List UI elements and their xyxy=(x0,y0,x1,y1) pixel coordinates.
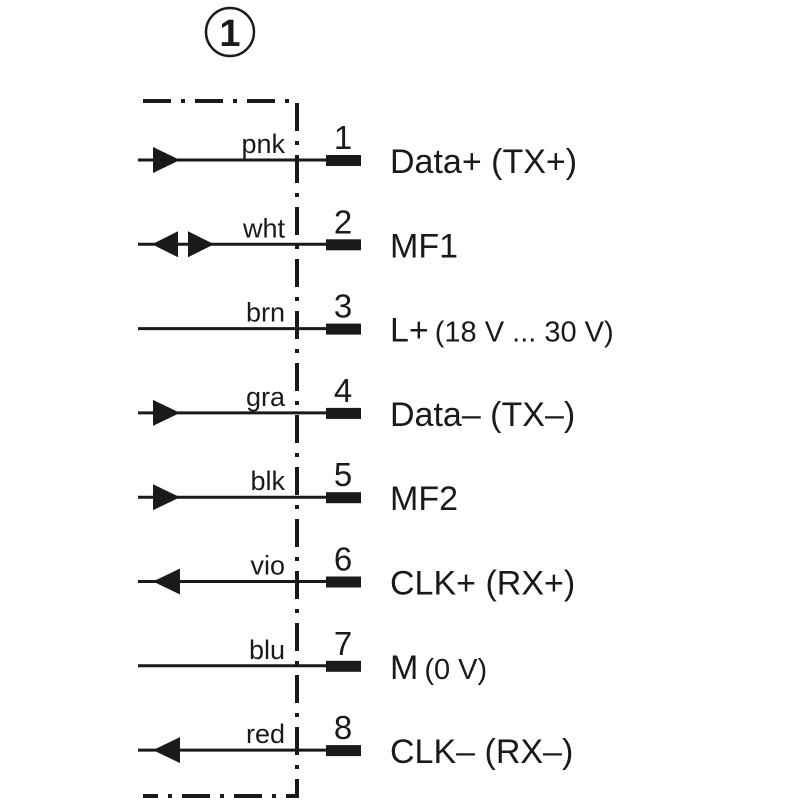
signal-label: MF2 xyxy=(390,480,458,518)
pin-terminal xyxy=(326,660,361,672)
pin-terminal xyxy=(326,407,361,419)
signal-sublabel: (18 V ... 30 V) xyxy=(435,317,614,349)
housing-boundary xyxy=(143,99,299,798)
pin-row-7: blu 7M(0 V) xyxy=(138,625,487,687)
arrow-in-icon xyxy=(153,399,180,426)
marker-1: 1 xyxy=(204,6,256,58)
wire-color-label: pnk xyxy=(241,129,285,159)
pin-terminal xyxy=(326,239,361,251)
pin-number: 5 xyxy=(334,456,352,493)
pin-terminal xyxy=(326,323,361,335)
arrow-in-icon xyxy=(153,147,180,173)
signal-label: L+(18 V ... 30 V) xyxy=(390,312,614,350)
pin-number: 2 xyxy=(334,203,352,240)
signal-label: Data– (TX–) xyxy=(390,396,575,434)
pin-number: 4 xyxy=(334,372,352,409)
wire-color-label: wht xyxy=(242,213,286,243)
arrow-right-icon xyxy=(188,231,214,258)
arrow-left-icon xyxy=(152,231,178,258)
signal-sublabel: (0 V) xyxy=(424,654,487,686)
wire-color-label: blu xyxy=(249,635,285,665)
pin-terminal xyxy=(326,745,361,757)
arrow-out-icon xyxy=(153,568,180,595)
arrow-in-icon xyxy=(153,484,180,511)
pin-number: 7 xyxy=(334,625,352,662)
signal-label: Data+ (TX+) xyxy=(390,143,577,181)
marker-circle xyxy=(204,6,256,58)
pin-number: 1 xyxy=(334,119,352,156)
signal-label: MF1 xyxy=(390,227,458,265)
pin-terminal xyxy=(326,155,361,166)
pin-number: 6 xyxy=(334,541,352,578)
arrow-out-icon xyxy=(153,737,180,764)
wire-color-label: blk xyxy=(250,466,285,496)
pin-number: 8 xyxy=(334,709,352,746)
wire-color-label: vio xyxy=(250,551,285,581)
signal-label: CLK– (RX–) xyxy=(390,733,573,771)
pin-terminal xyxy=(326,492,361,504)
pin-number: 3 xyxy=(334,288,352,325)
marker-number: 1 xyxy=(219,13,240,55)
pin-row-3: brn 3L+(18 V ... 30 V) xyxy=(138,288,614,350)
signal-label: M(0 V) xyxy=(390,649,487,687)
wire-color-label: gra xyxy=(246,382,286,412)
signal-label: CLK+ (RX+) xyxy=(390,565,575,603)
wire-color-label: brn xyxy=(246,298,285,328)
pin-terminal xyxy=(326,576,361,588)
wire-color-label: red xyxy=(246,719,285,749)
